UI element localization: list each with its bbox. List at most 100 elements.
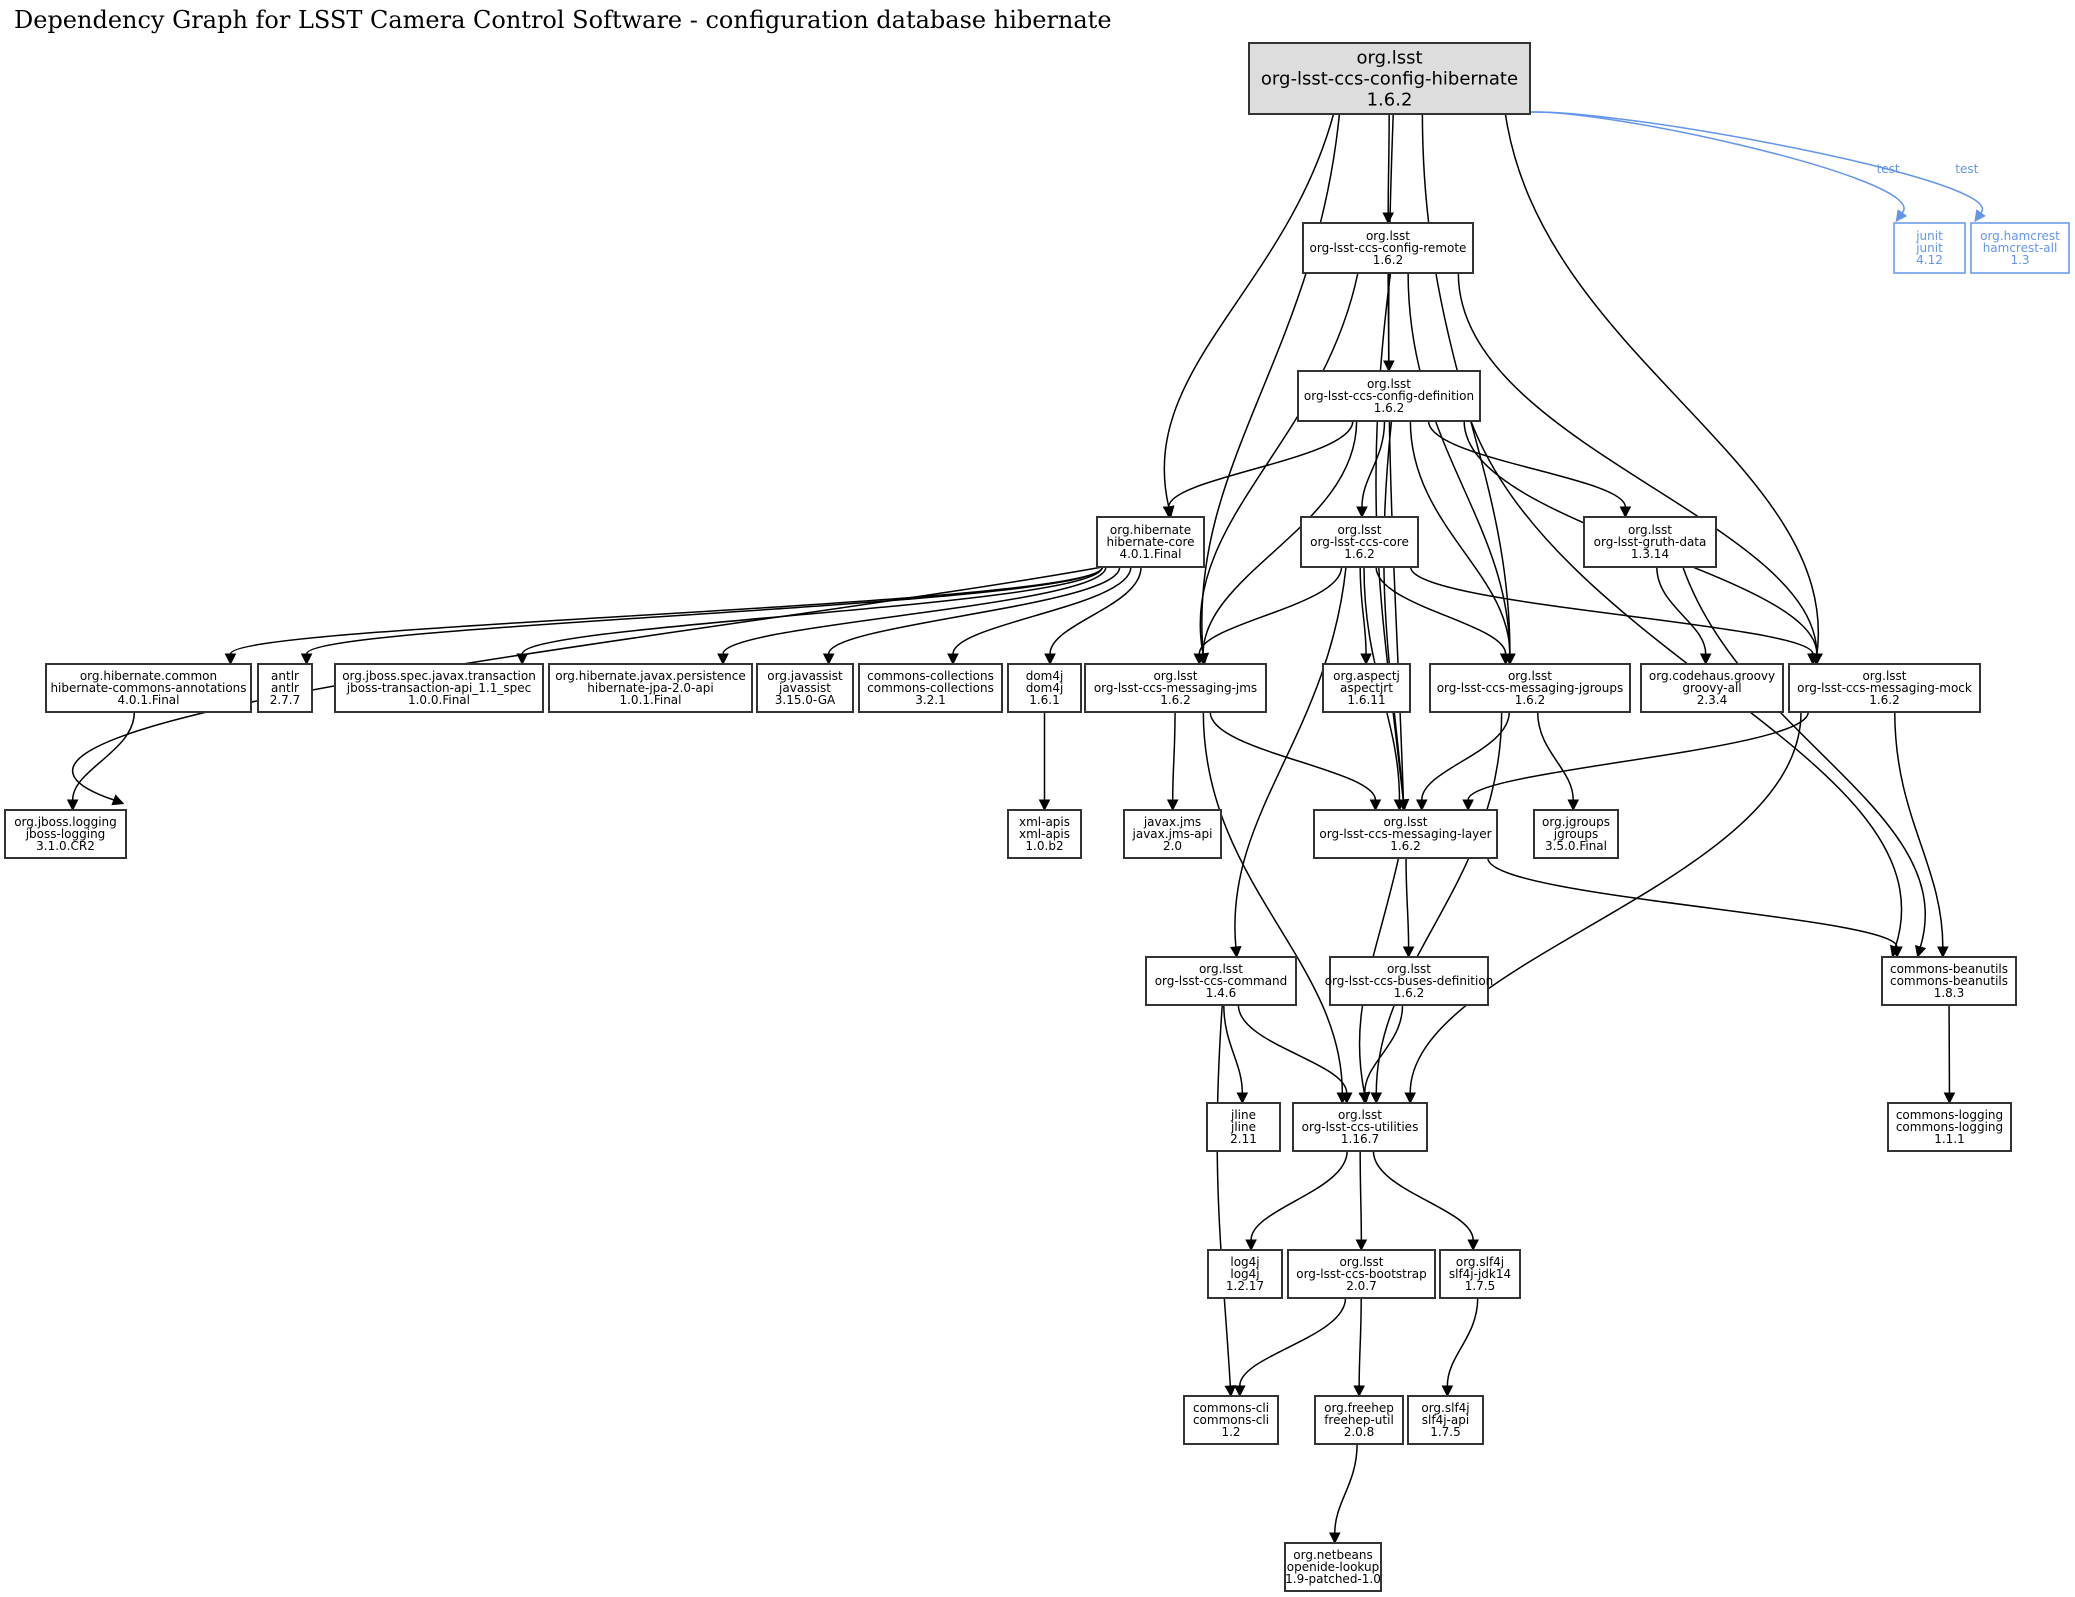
node-artifact-label: openide-lookup [1287, 1560, 1379, 1574]
node-artifact-label: hibernate-commons-annotations [50, 681, 246, 695]
edge-line [722, 566, 1107, 655]
node-version-label: 2.7.7 [270, 693, 301, 707]
arrowhead-icon [1943, 1092, 1956, 1105]
edge-line [1363, 1004, 1404, 1094]
node-version-label: 2.11 [1230, 1132, 1257, 1146]
node-artifact-label: jline [1230, 1120, 1256, 1134]
node-group-label: commons-collections [867, 669, 994, 683]
arrowhead-icon [1499, 653, 1512, 666]
edge-line [1515, 111, 1905, 214]
node-group-label: dom4j [1026, 669, 1064, 683]
arrowhead-icon [1356, 506, 1368, 519]
node-box [1970, 222, 2070, 274]
arrowhead-icon [1355, 1239, 1368, 1252]
node-config-definition[interactable]: org.lsstorg-lsst-ccs-config-definition1.… [1297, 370, 1481, 422]
node-box [1429, 663, 1631, 713]
node-messaging-layer[interactable]: org.lsstorg-lsst-ccs-messaging-layer1.6.… [1313, 809, 1498, 859]
edge-line [1049, 566, 1142, 655]
arrowhead-icon [1895, 209, 1908, 223]
node-artifact-label: hamcrest-all [1983, 241, 2058, 255]
node-version-label: 1.3 [2010, 253, 2029, 267]
node-box [548, 663, 753, 713]
node-root[interactable]: org.lsstorg-lsst-ccs-config-hibernate1.6… [1248, 42, 1531, 115]
node-jboss-transaction[interactable]: org.jboss.spec.javax.transactionjboss-tr… [334, 663, 544, 713]
edge-messaging-jms-to-messaging-layer [1209, 711, 1382, 812]
node-group-label: org.lsst [1338, 1108, 1382, 1122]
node-openide-lookup[interactable]: org.netbeansopenide-lookup1.9-patched-1.… [1284, 1542, 1382, 1592]
arrowhead-icon [1382, 212, 1394, 225]
node-hibernate-commons-annotations[interactable]: org.hibernate.commonhibernate-commons-an… [45, 663, 252, 713]
node-version-label: 3.2.1 [915, 693, 946, 707]
node-artifact-label: org-lsst-ccs-messaging-jgroups [1437, 681, 1624, 695]
arrowhead-icon [1369, 799, 1382, 812]
arrowhead-icon [1230, 946, 1242, 959]
node-box [1084, 663, 1267, 713]
node-artifact-label: org-lsst-ccs-buses-definition [1325, 974, 1494, 988]
edge-line [1515, 111, 1984, 214]
edge-line [1209, 711, 1377, 801]
node-group-label: javax.jms [1143, 815, 1201, 829]
edge-gruth-data-to-beanutils [1682, 566, 1927, 958]
node-version-label: 1.6.2 [1373, 253, 1404, 267]
node-artifact-label: commons-beanutils [1890, 974, 2008, 988]
node-messaging-jgroups[interactable]: org.lsstorg-lsst-ccs-messaging-jgroups1.… [1429, 663, 1631, 713]
edge-line [827, 566, 1121, 655]
node-version-label: 1.9-patched-1.0 [1285, 1572, 1381, 1586]
node-artifact-label: commons-cli [1193, 1413, 1269, 1427]
node-box [1439, 1249, 1521, 1299]
edge-line [1250, 1150, 1348, 1241]
node-version-label: 1.6.1 [1029, 693, 1060, 707]
edge-line [521, 566, 1104, 655]
node-artifact-label: org-lsst-ccs-messaging-layer [1319, 827, 1491, 841]
node-version-label: 1.3.14 [1631, 547, 1669, 561]
node-buses-definition[interactable]: org.lsstorg-lsst-ccs-buses-definition1.6… [1325, 956, 1494, 1006]
node-hibernate-jpa[interactable]: org.hibernate.javax.persistencehibernate… [548, 663, 753, 713]
node-box [1007, 809, 1082, 859]
arrowhead-icon [1038, 799, 1051, 812]
arrowhead-icon [1245, 1239, 1257, 1252]
arrowhead-icon [1353, 1385, 1365, 1398]
node-group-label: junit [1915, 229, 1943, 243]
edge-line [1656, 566, 1707, 655]
node-version-label: 1.6.2 [1515, 693, 1546, 707]
node-commons-collections[interactable]: commons-collectionscommons-collections3.… [858, 663, 1003, 713]
edge-root-to-junit: test [1515, 111, 1908, 223]
arrowhead-icon [1193, 653, 1206, 666]
edge-line [1405, 857, 1410, 948]
node-artifact-label: commons-logging [1896, 1120, 2003, 1134]
edge-command-to-commons-cli [1216, 1004, 1237, 1398]
node-version-label: 3.1.0.CR2 [36, 839, 95, 853]
node-artifact-label: log4j [1230, 1267, 1259, 1281]
node-artifact-label: aspectjrt [1340, 681, 1393, 695]
node-artifact-label: org-lsst-gruth-data [1594, 535, 1707, 549]
node-version-label: 4.12 [1916, 253, 1943, 267]
